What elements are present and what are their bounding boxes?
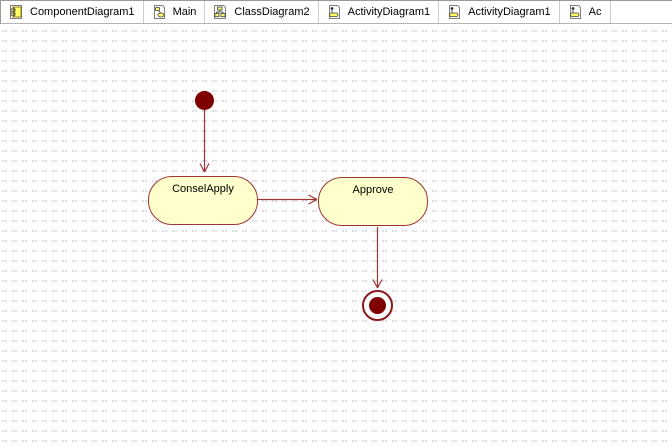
transition-conselapply-to-approve[interactable] <box>258 194 318 205</box>
tab-main[interactable]: Main <box>144 1 206 23</box>
final-state-inner-dot <box>369 297 386 314</box>
tab-activitydiagram-truncated[interactable]: Ac <box>560 1 611 23</box>
tab-label: Ac <box>588 6 602 18</box>
component-diagram-icon <box>10 5 22 19</box>
final-state-node[interactable] <box>362 290 393 321</box>
state-label: ConselApply <box>172 183 234 195</box>
initial-state-node[interactable] <box>195 91 214 110</box>
usecase-diagram-icon <box>153 5 165 19</box>
transition-approve-to-final[interactable] <box>372 227 383 289</box>
tab-label: ComponentDiagram1 <box>30 6 135 18</box>
tab-label: ActivityDiagram1 <box>347 6 431 18</box>
tab-activitydiagram1-a[interactable]: ActivityDiagram1 <box>319 1 440 23</box>
tab-classdiagram2[interactable]: ClassDiagram2 <box>205 1 319 23</box>
diagram-tab-bar: ComponentDiagram1 Main ClassDiagram2 <box>0 0 672 24</box>
tab-activitydiagram1-b[interactable]: ActivityDiagram1 <box>439 1 560 23</box>
class-diagram-icon <box>214 5 227 19</box>
activity-diagram-icon <box>449 5 461 19</box>
action-state-conselapply[interactable]: ConselApply <box>148 176 258 225</box>
tab-label: Main <box>172 6 197 18</box>
state-label: Approve <box>352 184 394 196</box>
activity-diagram-icon <box>569 5 581 19</box>
diagram-canvas[interactable] <box>0 24 672 448</box>
tab-label: ClassDiagram2 <box>234 6 310 18</box>
activity-diagram-icon <box>328 5 340 19</box>
tab-label: ActivityDiagram1 <box>468 6 551 18</box>
transition-initial-to-conselapply[interactable] <box>199 110 210 173</box>
action-state-approve[interactable]: Approve <box>318 177 428 226</box>
tab-componentdiagram1[interactable]: ComponentDiagram1 <box>1 1 144 23</box>
